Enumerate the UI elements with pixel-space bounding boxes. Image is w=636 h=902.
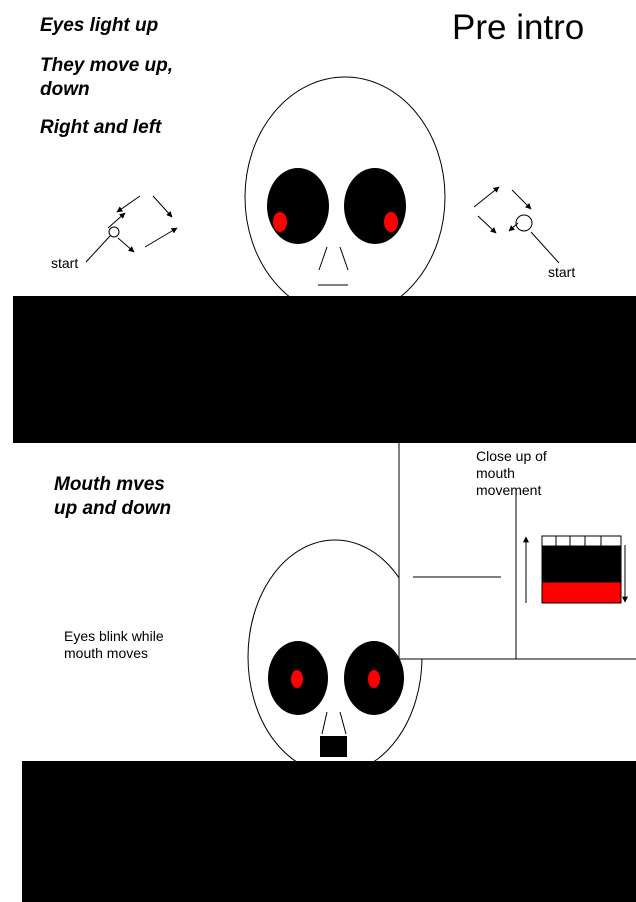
closeup-box [398,443,636,660]
black-bar-1 [13,296,636,443]
eye-glow-left-2 [291,670,303,688]
alien-mouth-open-2 [320,736,347,757]
panel-title: Pre intro [452,8,585,47]
black-bar-2 [22,761,636,902]
alien-nose-2 [321,711,347,735]
eye-glow-right-2 [368,670,380,688]
eye-motion-diagram-left [85,195,178,263]
eye-glow-left-1 [273,212,287,232]
start-label-left: start [51,255,79,271]
note-right-left: Right and left [40,117,162,138]
note-eyes-light-up: Eyes light up [40,15,159,36]
note-mouth-moves: Mouth mves up and down [54,474,172,519]
alien-eye-left-1 [267,168,329,244]
alien-nose-1 [318,246,349,271]
closeup-label: Close up of mouth movement [476,448,547,498]
alien-eye-right-1 [344,168,406,244]
note-eyes-blink: Eyes blink while mouth moves [64,628,164,661]
note-eyes-move: They move up, down [40,55,174,100]
start-label-right: start [548,264,576,280]
closeup-mouth-open [541,535,622,604]
eye-glow-right-1 [384,212,398,232]
alien-eye-right-2 [344,641,404,715]
alien-eye-left-2 [268,641,328,715]
eye-motion-diagram-right [473,186,560,264]
